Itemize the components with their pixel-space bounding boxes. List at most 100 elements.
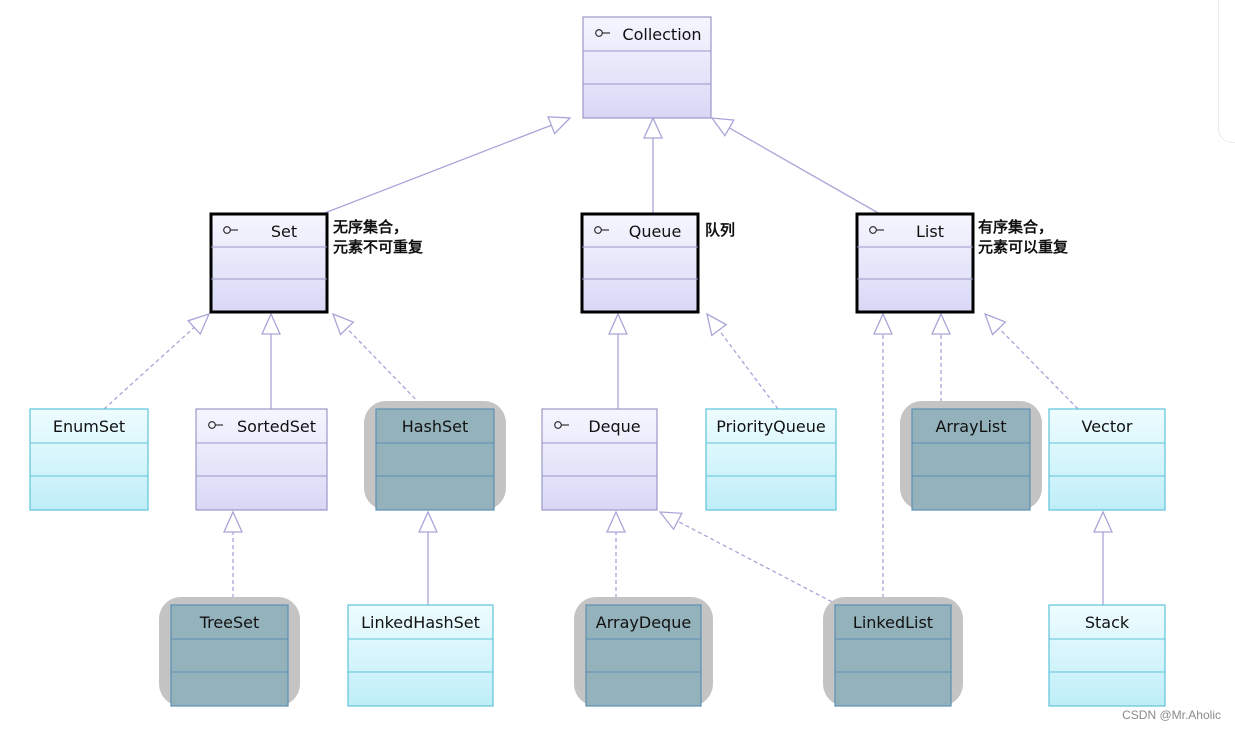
edge-line [718, 329, 779, 410]
edge-line [998, 327, 1079, 410]
node-label: TreeSet [199, 613, 260, 632]
node-box [195, 408, 328, 511]
node-box [582, 16, 712, 119]
node-box [855, 212, 975, 314]
node-label: Collection [622, 25, 701, 44]
node-arraydeque: ArrayDeque [574, 597, 713, 707]
notes-layer: 无序集合，元素不可重复 队列 有序集合， 元素可以重复 [332, 218, 1069, 256]
note-queue: 队列 [705, 221, 735, 239]
edge-line [729, 127, 881, 215]
generalization-arrowhead [872, 312, 894, 335]
note-line: 元素不可重复 [333, 238, 424, 256]
watermark: CSDN @Mr.Aholic [1122, 708, 1221, 722]
generalization-arrowhead [710, 117, 735, 137]
edge-queue-to-collection [642, 116, 664, 214]
node-label: Stack [1085, 613, 1130, 632]
interface-icon [223, 226, 238, 234]
node-label: List [916, 222, 944, 241]
node-collection: Collection [582, 16, 712, 119]
generalization-arrowhead [605, 510, 627, 533]
node-treeset: TreeSet [159, 597, 300, 707]
node-deque: Deque [541, 408, 658, 511]
generalization-arrowhead [547, 116, 572, 135]
edge-priorityqueue-to-queue [706, 312, 779, 410]
generalization-arrowhead [706, 312, 728, 337]
node-enumset: EnumSet [29, 408, 149, 511]
edge-arraydeque-to-deque [605, 510, 627, 605]
node-box [705, 408, 837, 511]
node-label: Queue [629, 222, 682, 241]
generalization-arrowhead [331, 312, 355, 336]
node-label: PriorityQueue [716, 417, 826, 436]
note-line: 有序集合， [978, 218, 1053, 236]
node-stack: Stack [1048, 604, 1166, 707]
generalization-arrowhead [186, 312, 211, 336]
node-box [1048, 604, 1166, 707]
edge-line [677, 520, 839, 606]
node-box [834, 604, 952, 707]
interface-icon [554, 421, 569, 429]
note-list: 有序集合， 元素可以重复 [978, 218, 1069, 256]
node-box [585, 604, 702, 707]
node-box [209, 212, 329, 314]
node-label: Vector [1082, 417, 1133, 436]
node-label: Set [271, 222, 297, 241]
interface-icon [595, 29, 610, 37]
edge-linkedhashset-to-hashset [417, 510, 439, 605]
generalization-arrowhead [260, 312, 282, 335]
node-label: ArrayList [935, 417, 1006, 436]
edge-line [321, 124, 552, 215]
node-priorityqueue: PriorityQueue [705, 408, 837, 511]
edge-arraylist-to-list [930, 312, 952, 409]
edge-list-to-collection [710, 117, 881, 215]
node-box [911, 408, 1031, 511]
node-linkedlist: LinkedList [823, 597, 963, 707]
node-box [29, 408, 149, 511]
note-line: 元素可以重复 [978, 238, 1069, 256]
note-line: 队列 [705, 221, 735, 239]
node-set: Set [209, 212, 329, 314]
edge-enumset-to-set [103, 312, 211, 410]
generalization-arrowhead [1092, 510, 1114, 533]
edge-sortedset-to-set [260, 312, 282, 409]
edge-hashset-to-set [331, 312, 426, 410]
generalization-arrowhead [930, 312, 952, 335]
edge-treeset-to-sortedset [222, 510, 244, 605]
generalization-arrowhead [658, 511, 683, 531]
node-list: List [855, 212, 975, 314]
interface-icon [869, 226, 884, 234]
generalization-arrowhead [983, 312, 1007, 336]
edges-layer [103, 116, 1114, 606]
note-set: 无序集合，元素不可重复 [332, 218, 424, 256]
edge-deque-to-queue [607, 312, 629, 409]
node-linkedhashset: LinkedHashSet [347, 604, 494, 707]
edge-vector-to-list [983, 312, 1079, 410]
node-label: LinkedHashSet [361, 613, 480, 632]
node-box [375, 408, 495, 511]
generalization-arrowhead [642, 116, 664, 139]
node-label: SortedSet [237, 417, 316, 436]
edge-linkedlist-to-deque [658, 511, 839, 606]
node-label: LinkedList [853, 613, 933, 632]
node-queue: Queue [580, 212, 700, 314]
node-box [1048, 408, 1166, 511]
generalization-arrowhead [607, 312, 629, 335]
edge-linkedlist-to-list [872, 312, 894, 605]
edge-stack-to-vector [1092, 510, 1114, 605]
node-label: ArrayDeque [596, 613, 691, 632]
generalization-arrowhead [417, 510, 439, 533]
node-arraylist: ArrayList [900, 401, 1042, 511]
node-hashset: HashSet [364, 401, 506, 511]
node-sortedset: SortedSet [195, 408, 328, 511]
node-box [347, 604, 494, 707]
node-box [170, 604, 289, 707]
edge-line [103, 326, 195, 410]
node-label: EnumSet [53, 417, 125, 436]
node-vector: Vector [1048, 408, 1166, 511]
edge-line [346, 327, 426, 410]
interface-icon [594, 226, 609, 234]
node-label: HashSet [402, 417, 469, 436]
interface-icon [208, 421, 223, 429]
